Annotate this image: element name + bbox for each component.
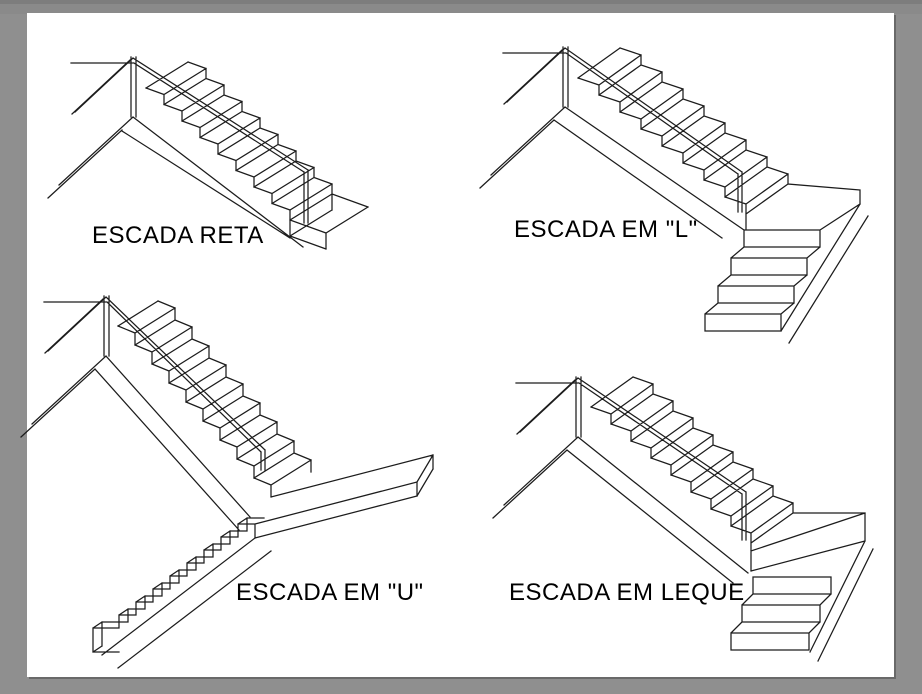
label-escada-reta: ESCADA RETA — [92, 222, 264, 249]
drawing-paper — [27, 13, 894, 677]
straight-stair-drawing — [47, 56, 369, 250]
label-escada-em-l: ESCADA EM "L" — [514, 216, 698, 243]
l-shaped-stair-drawing — [479, 46, 869, 344]
label-escada-em-u: ESCADA EM "U" — [236, 579, 424, 606]
background-top-strip — [0, 0, 922, 14]
label-escada-em-leque: ESCADA EM LEQUE — [509, 579, 745, 606]
fan-stair-drawing — [492, 376, 874, 662]
u-shaped-stair-drawing — [20, 295, 434, 669]
